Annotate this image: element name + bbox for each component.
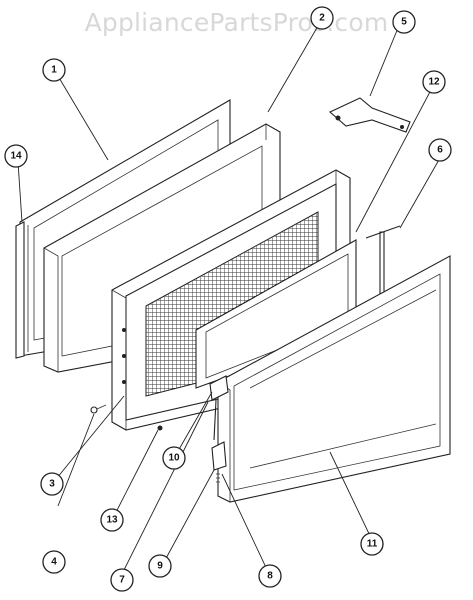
svg-text:9: 9 (157, 561, 163, 572)
part-front-door-panel (217, 255, 451, 503)
callout-3: 3 (40, 472, 64, 496)
callout-12: 12 (422, 70, 446, 94)
callout-6: 6 (428, 138, 452, 162)
part-screws (90, 404, 163, 431)
svg-text:13: 13 (106, 515, 118, 526)
part-side-seal-strip (15, 221, 25, 359)
svg-text:6: 6 (437, 145, 443, 156)
callout-5: 5 (392, 10, 416, 34)
svg-text:2: 2 (319, 13, 325, 24)
callout-1: 1 (42, 58, 66, 82)
callout-13: 13 (100, 508, 124, 532)
svg-text:1: 1 (51, 65, 57, 76)
watermark-text: AppliancePartsPros.com (84, 8, 389, 37)
callout-10: 10 (162, 446, 186, 470)
callout-11: 11 (360, 532, 384, 556)
part-latch-assembly (209, 375, 229, 484)
svg-text:10: 10 (168, 453, 180, 464)
svg-text:11: 11 (367, 539, 378, 550)
callout-8: 8 (258, 564, 282, 588)
svg-text:12: 12 (428, 77, 440, 88)
callout-4: 4 (42, 550, 66, 574)
svg-text:4: 4 (51, 557, 57, 568)
part-hinge-bracket (329, 97, 411, 133)
svg-text:14: 14 (10, 151, 22, 162)
svg-text:5: 5 (401, 17, 407, 28)
callout-7: 7 (110, 568, 134, 592)
svg-text:3: 3 (49, 479, 55, 490)
callout-9: 9 (148, 554, 172, 578)
svg-text:7: 7 (119, 575, 125, 586)
callout-14: 14 (4, 144, 28, 168)
callout-2: 2 (310, 6, 334, 30)
leader-lines (17, 25, 441, 577)
svg-text:8: 8 (267, 571, 273, 582)
